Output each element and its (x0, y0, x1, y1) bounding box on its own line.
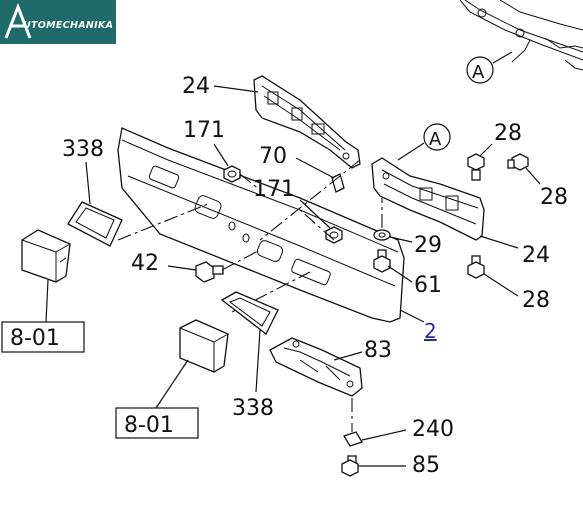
automechanika-logo: UTOMECHANIKA (0, 0, 116, 44)
axis-lamp-upper (117, 203, 209, 241)
callout-338-lower: 338 (232, 396, 274, 421)
callout-83: 83 (364, 338, 392, 363)
leader-240 (361, 429, 407, 441)
callout-8-01-upper: 8-01 (10, 326, 60, 351)
bracket-top (253, 75, 361, 169)
view-a-label-mid: A (429, 129, 442, 150)
callout-2: 2 (424, 319, 437, 343)
logo-mark-icon (4, 2, 32, 39)
bolt-28-bottom (467, 255, 485, 279)
view-a-leader-top (492, 51, 513, 64)
view-a-label-top: A (472, 62, 485, 83)
leader-24-top (213, 85, 259, 93)
bolt-42 (195, 261, 224, 283)
axis-nut-lower (299, 209, 335, 241)
callout-61: 61 (414, 273, 442, 298)
logo-text: UTOMECHANIKA (23, 20, 114, 31)
bolt-85 (341, 455, 359, 477)
leader-lamp-upper (45, 279, 49, 323)
leader-28-bottom (483, 273, 519, 297)
lamp-upper (21, 229, 71, 283)
leader-83 (333, 351, 363, 361)
bolt-28-top (467, 153, 485, 181)
washer (373, 229, 391, 241)
gasket-lower (220, 291, 279, 335)
callout-24-top: 24 (182, 74, 210, 99)
leader-338-upper (85, 161, 91, 205)
cover (269, 337, 363, 397)
bolt-28-right (507, 153, 529, 171)
lamp-ref-box-lower (115, 407, 199, 439)
callout-171-upper: 171 (183, 118, 225, 143)
callout-28-bottom: 28 (522, 288, 550, 313)
callout-171-lower: 171 (253, 177, 295, 202)
leader-338-lower (255, 329, 261, 393)
leader-28-top (479, 143, 493, 157)
nut-upper (223, 165, 241, 183)
leader-2 (399, 309, 425, 323)
lamp-lower (179, 319, 229, 373)
callout-29: 29 (414, 233, 442, 258)
callout-240: 240 (412, 417, 454, 442)
callout-338-upper: 338 (62, 137, 104, 162)
view-a-circle-top (466, 56, 494, 84)
leader-29 (389, 236, 413, 243)
axis-bracket (259, 159, 361, 241)
leader-28-right (525, 167, 541, 185)
gasket-upper (67, 201, 123, 247)
axis-lamp-lower (231, 271, 311, 313)
callout-8-01-lower: 8-01 (124, 413, 174, 438)
leader-171-upper (213, 143, 229, 167)
axis-nut-upper (239, 173, 261, 191)
leader-70 (295, 157, 335, 179)
callout-28-top: 28 (494, 121, 522, 146)
callout-24-right: 24 (522, 243, 550, 268)
plate-240 (343, 431, 363, 447)
callout-70: 70 (259, 144, 287, 169)
leader-42 (167, 265, 197, 271)
leader-24-right (479, 235, 519, 249)
axis-bolt-42 (221, 249, 261, 271)
lamp-ref-box-upper (1, 321, 85, 353)
view-a-circle-mid (423, 123, 451, 151)
leader-61 (387, 265, 413, 283)
view-a-leader-mid (397, 142, 425, 161)
bumper (117, 127, 405, 323)
clip (331, 173, 345, 193)
frame-fragment (459, 0, 583, 71)
callout-42: 42 (131, 251, 159, 276)
bracket-right (371, 157, 485, 241)
leader-lamp-lower (155, 359, 189, 409)
callout-85: 85 (412, 453, 440, 478)
nut-lower (325, 226, 343, 244)
callout-28-right: 28 (540, 185, 568, 210)
